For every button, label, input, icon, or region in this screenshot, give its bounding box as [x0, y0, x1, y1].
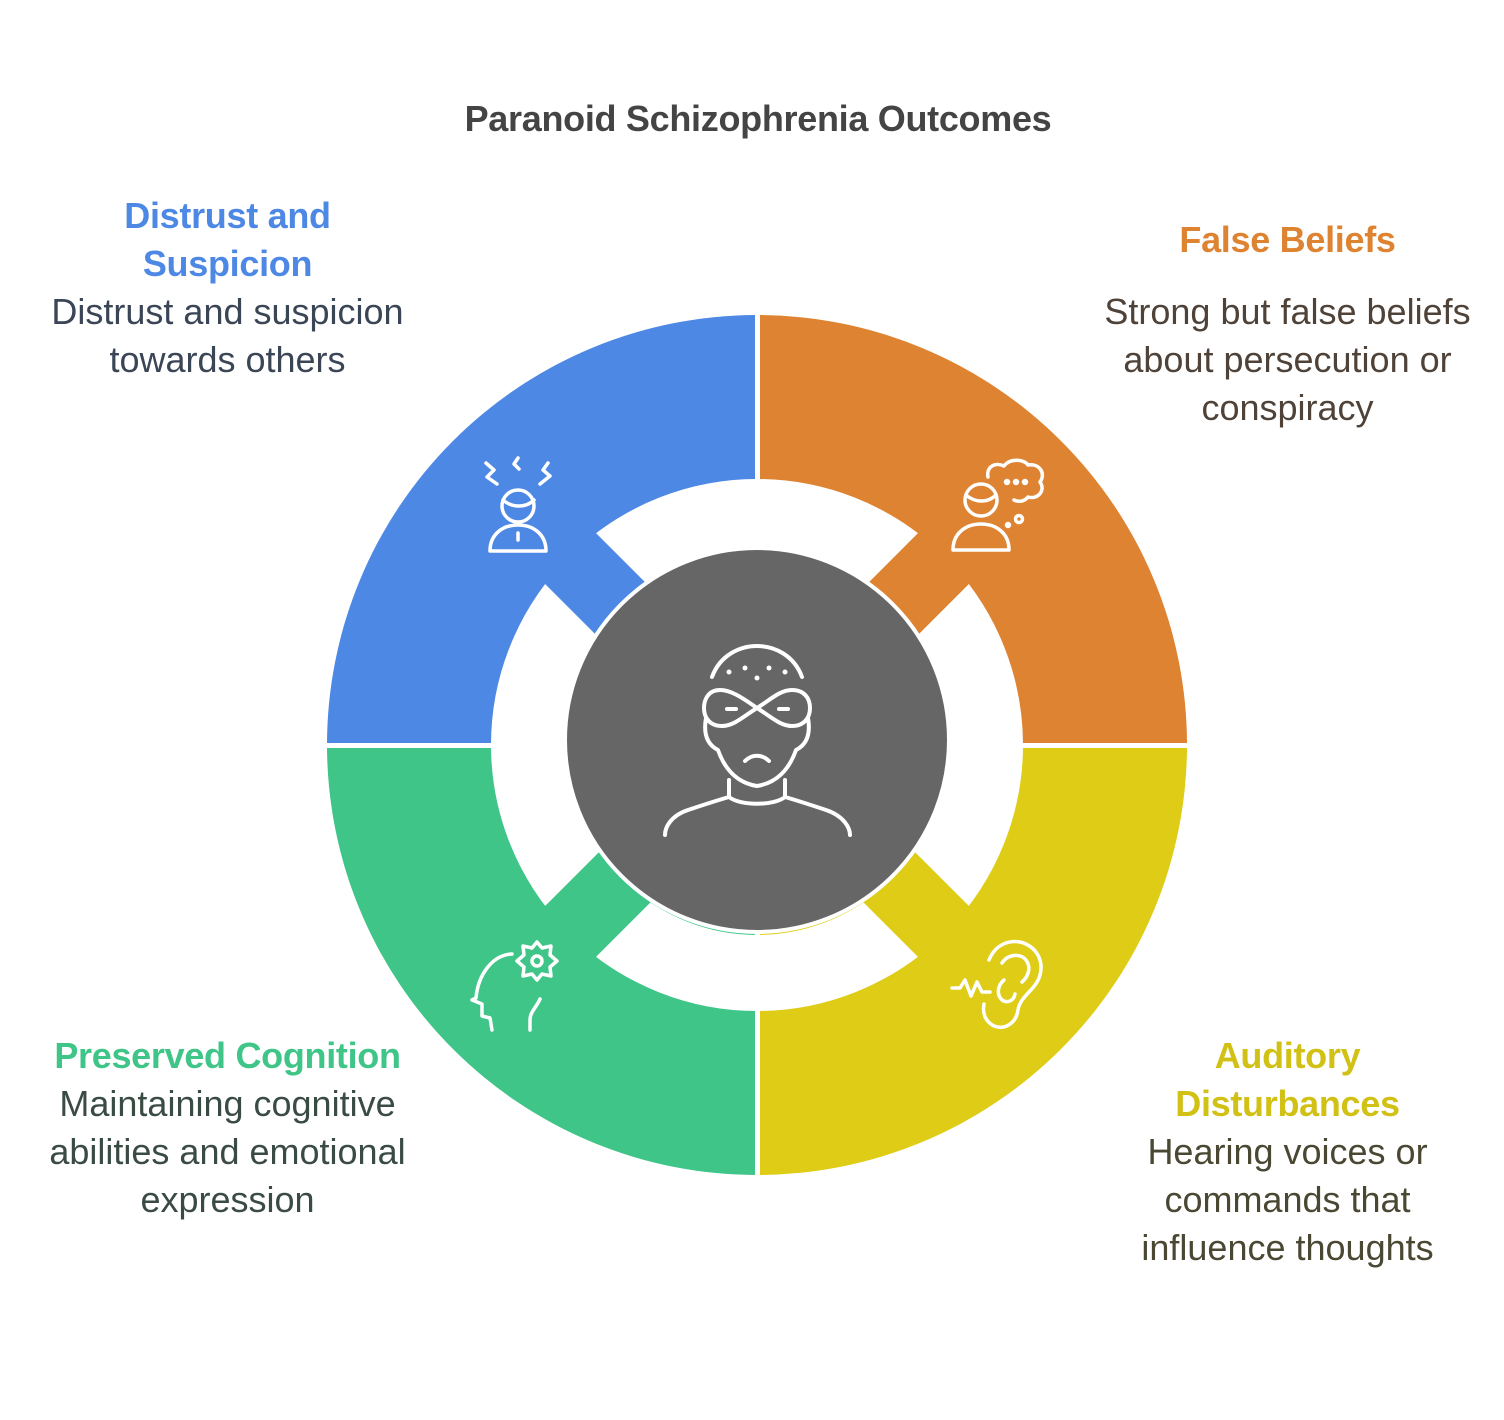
item-description: Maintaining cognitive abilities and emot…: [49, 1083, 406, 1220]
item-description: Strong but false beliefs about persecuti…: [1104, 291, 1471, 428]
paranoid-person-icon: [663, 644, 852, 837]
item-description: Distrust and suspicion towards others: [51, 291, 404, 380]
item-heading: Preserved Cognition: [54, 1035, 401, 1076]
ear-sound-icon: [950, 939, 1043, 1029]
center-circle: [563, 546, 951, 934]
stressed-person-icon: [484, 456, 552, 553]
item-heading: Distrust and Suspicion: [124, 195, 331, 284]
item-false-beliefs: False Beliefs Strong but false beliefs a…: [1100, 216, 1475, 432]
item-auditory-disturbances: Auditory Disturbances Hearing voices or …: [1100, 1032, 1475, 1272]
item-preserved-cognition: Preserved Cognition Maintaining cognitiv…: [40, 1032, 415, 1224]
item-heading: False Beliefs: [1179, 219, 1396, 260]
head-gear-icon: [470, 940, 559, 1032]
thinking-person-icon: [951, 458, 1045, 552]
diagram-title: Paranoid Schizophrenia Outcomes: [464, 98, 1052, 139]
item-heading: Auditory Disturbances: [1175, 1035, 1400, 1124]
item-distrust-and-suspicion: Distrust and Suspicion Distrust and susp…: [40, 192, 415, 384]
item-description: Hearing voices or commands that influenc…: [1141, 1131, 1434, 1268]
